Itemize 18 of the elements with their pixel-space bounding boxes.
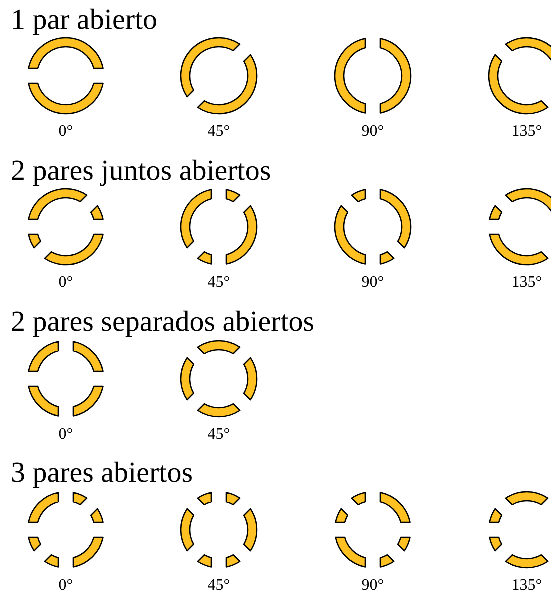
- angle-label: 90°: [362, 578, 384, 594]
- angle-label: 45°: [208, 427, 230, 443]
- angle-label: 90°: [362, 124, 384, 140]
- angle-label: 135°: [512, 275, 542, 291]
- section-heading: 1 par abierto: [11, 6, 158, 35]
- angle-label: 0°: [58, 124, 74, 140]
- angle-label: 0°: [58, 427, 74, 443]
- angle-label: 135°: [512, 578, 542, 594]
- section-heading: 3 pares abiertos: [11, 459, 193, 488]
- section-heading: 2 pares juntos abiertos: [11, 157, 272, 186]
- angle-label: 90°: [362, 275, 384, 291]
- section-heading: 2 pares separados abiertos: [11, 308, 315, 337]
- angle-label: 135°: [512, 124, 542, 140]
- angle-label: 0°: [58, 578, 74, 594]
- angle-label: 45°: [208, 124, 230, 140]
- angle-label: 0°: [58, 275, 74, 291]
- angle-label: 45°: [208, 275, 230, 291]
- angle-label: 45°: [208, 578, 230, 594]
